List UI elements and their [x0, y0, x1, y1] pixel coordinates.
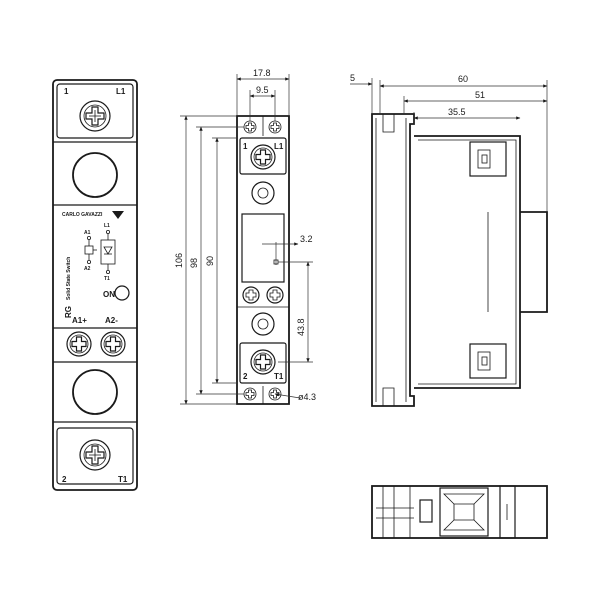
- dim-offset-3-2: 3.2: [300, 234, 313, 244]
- control-a1-label: A1+: [72, 316, 87, 325]
- schematic-a2-label: A2: [84, 266, 91, 272]
- dim-depth-35-5: 35.5: [448, 107, 466, 117]
- front-upper-window: [72, 152, 118, 198]
- top-view-label-panel: [241, 213, 285, 283]
- top-view-upper-window: [251, 181, 275, 205]
- mount-hole-top-right-icon: [268, 120, 282, 134]
- top-view-bottom-screw-icon: [250, 349, 276, 375]
- front-view-outline: [52, 79, 138, 491]
- dimensioned-view: 1 L1 2 T1 17.8 9.5 106 98: [174, 68, 316, 405]
- top-view-terminal-2-label: 2: [243, 372, 248, 381]
- led-indicator: [114, 285, 130, 301]
- dim-width-total: 17.8: [253, 68, 271, 78]
- schematic-l1-label: L1: [104, 223, 110, 229]
- side-view: 5 60 51 35.5: [350, 73, 548, 407]
- dim-width-holes: 9.5: [256, 85, 269, 95]
- front-top-terminal-block: [56, 83, 134, 139]
- control-a2-label: A2-: [105, 316, 118, 325]
- front-brand-label: CARLO GAVAZZI: [62, 212, 103, 218]
- switch-schematic: A1 A2 L1 T1: [84, 223, 116, 282]
- front-top-screw-icon: [79, 100, 111, 132]
- dim-height-total: 106: [174, 253, 184, 268]
- top-view-control-a1-screw-icon: [242, 286, 260, 304]
- bottom-view-outline: [371, 485, 548, 539]
- bottom-view: [371, 485, 548, 539]
- front-terminal-2-label: 2: [62, 475, 67, 484]
- front-bottom-terminal-block: [56, 427, 134, 485]
- side-bottom-clip: [469, 343, 507, 379]
- dim-height-43-8: 43.8: [296, 318, 306, 336]
- dim-depth-51: 51: [475, 90, 485, 100]
- led-label: ON: [103, 290, 115, 299]
- dim-hole-diameter: ø4.3: [298, 392, 316, 402]
- dim-depth-total: 60: [458, 74, 468, 84]
- dim-height-98: 98: [189, 258, 199, 268]
- side-top-clip: [469, 141, 507, 177]
- top-view-top-screw-icon: [250, 144, 276, 170]
- top-view-terminal-l1-label: L1: [274, 142, 284, 151]
- front-product-name: Solid State Switch: [66, 257, 72, 300]
- top-view-lower-window: [251, 312, 275, 336]
- front-terminal-1-label: 1: [64, 87, 69, 96]
- brand-logo-icon: [112, 211, 124, 219]
- control-a2-screw-icon: [100, 331, 126, 357]
- side-view-outline: [371, 113, 415, 407]
- front-view: 1 L1 CARLO GAVAZZI RG Solid State Switch…: [52, 79, 138, 491]
- front-product-code: RG: [64, 306, 73, 318]
- top-view-terminal-t1-label: T1: [274, 372, 284, 381]
- schematic-t1-label: T1: [104, 276, 110, 282]
- top-view-control-a2-screw-icon: [266, 286, 284, 304]
- front-terminal-t1-label: T1: [118, 475, 128, 484]
- mount-hole-top-left-icon: [243, 120, 257, 134]
- dim-height-90: 90: [205, 256, 215, 266]
- control-a1-screw-icon: [66, 331, 92, 357]
- mount-hole-bottom-left-icon: [243, 387, 257, 401]
- top-view-terminal-1-label: 1: [243, 142, 248, 151]
- dim-depth-offset: 5: [350, 73, 355, 83]
- schematic-a1-label: A1: [84, 230, 91, 236]
- front-lower-window: [72, 369, 118, 415]
- front-terminal-l1-label: L1: [116, 87, 126, 96]
- front-bottom-screw-icon: [79, 439, 111, 471]
- dimensioned-view-outline: [236, 115, 290, 405]
